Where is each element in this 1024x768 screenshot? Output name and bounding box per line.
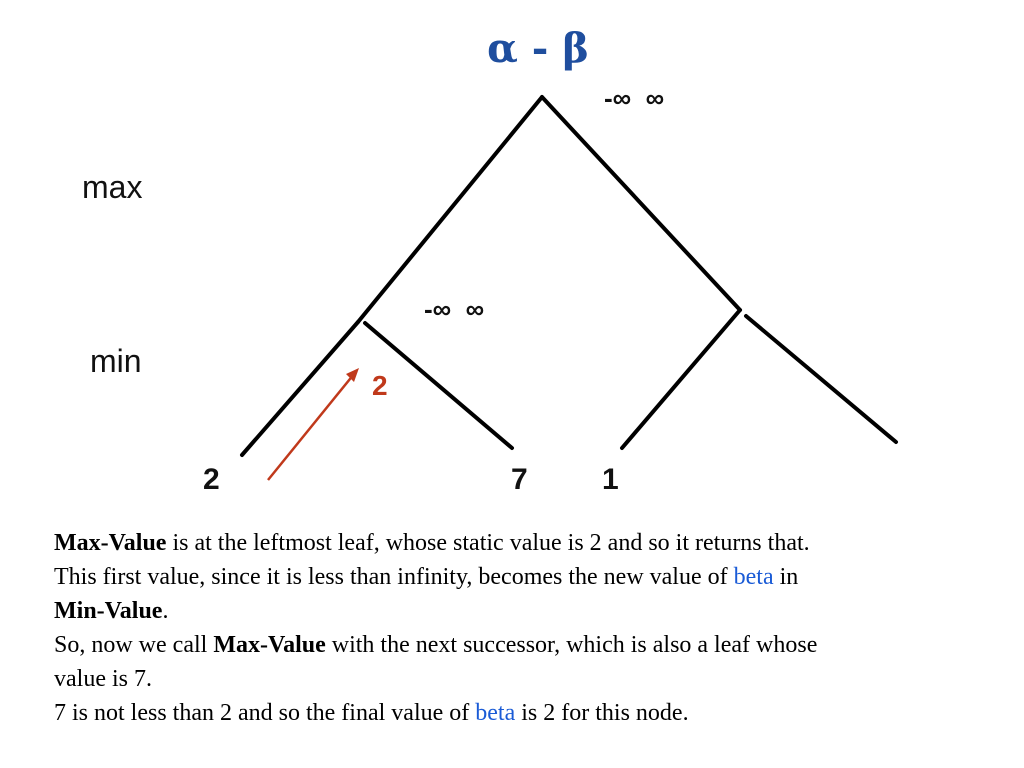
leaf-value-7: 7 [511,463,528,496]
explanation-text-segment: This first value, since it is less than … [54,564,734,590]
min-node-alpha-beta-bounds: -∞ ∞ [424,294,484,324]
beta-term: beta [475,700,516,726]
explanation-text-segment: value is 7. [54,666,152,692]
edge-right-min-leaf-unexplored [744,314,898,444]
explanation-text-segment: with the next successor, which is also a… [325,632,818,658]
return-arrow-head [346,368,359,382]
explanation-line-4: So, now we call Max-Value with the next … [54,628,984,662]
min-value-keyword: Min-Value [54,598,163,624]
level-label-min: min [90,343,142,379]
edge-right-min-leaf-1 [620,308,742,450]
leaf-value-2: 2 [203,463,220,496]
edge-root-right-min [540,95,742,312]
explanation-text-segment: So, now we call [54,632,214,658]
max-value-keyword: Max-Value [213,632,326,658]
alpha-beta-tree-diagram: α - β max min -∞ ∞ -∞ ∞ 2 2 7 1 [82,25,898,496]
edge-root-left-min [356,95,544,324]
explanation-text-segment: 7 is not less than 2 and so the final va… [54,700,476,726]
edge-left-min-leaf-7 [363,321,514,450]
explanation-text-segment: is at the leftmost leaf, whose static va… [166,530,810,556]
root-alpha-beta-bounds: -∞ ∞ [604,83,664,113]
explanation-text-segment: . [162,598,169,624]
edge-left-min-leaf-2 [240,320,360,457]
explanation-line-3: Min-Value. [54,594,984,628]
explanation-text-segment: is 2 for this node. [515,700,689,726]
returned-value-label: 2 [372,370,388,401]
explanation-text-segment: in [773,564,799,590]
explanation-line-6: 7 is not less than 2 and so the final va… [54,696,984,730]
leaf-value-1: 1 [602,463,619,496]
beta-term: beta [733,564,774,590]
max-value-keyword: Max-Value [54,530,167,556]
diagram-title: α - β [487,25,589,72]
explanation-line-2: This first value, since it is less than … [54,560,984,594]
explanation-line-1: Max-Value is at the leftmost leaf, whose… [54,526,984,560]
return-arrow [267,373,355,481]
level-label-max: max [82,169,142,205]
explanation-text: Max-Value is at the leftmost leaf, whose… [54,526,984,730]
explanation-line-5: value is 7. [54,662,984,696]
